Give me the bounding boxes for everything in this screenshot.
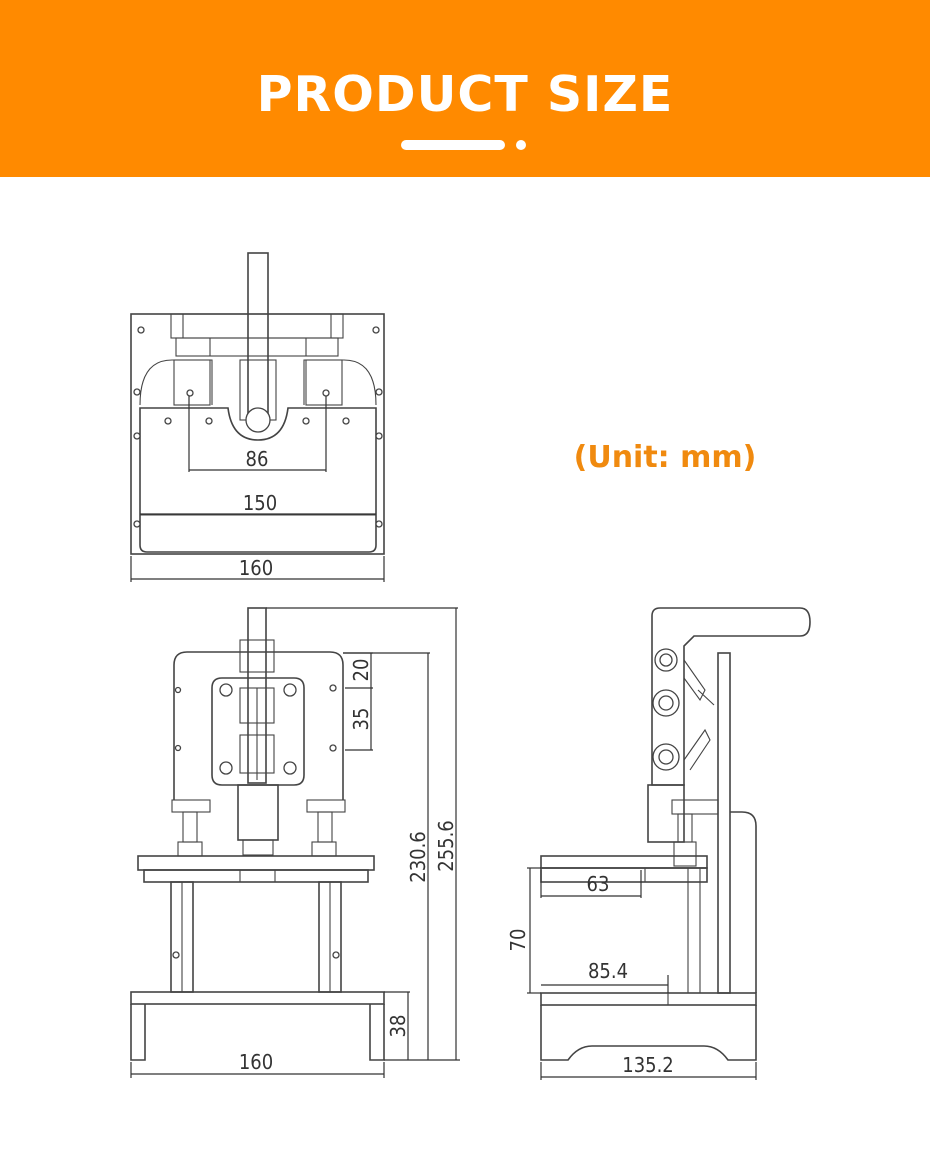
- dim-front-hole-spacing: 35: [349, 708, 373, 731]
- dim-side-plate-offset: 85.4: [588, 959, 628, 983]
- dim-top-plate-width: 150: [243, 491, 277, 515]
- dim-front-working-height: 230.6: [406, 831, 430, 883]
- unit-note: (Unit: mm): [573, 440, 757, 475]
- dim-front-base-width: 160: [239, 1050, 273, 1074]
- dim-top-base-width: 160: [239, 556, 273, 580]
- dim-front-hole-offset: 20: [349, 659, 373, 682]
- title-underline-dot: [516, 140, 526, 150]
- header-banner: PRODUCT SIZE: [0, 0, 930, 177]
- dim-side-base-depth: 135.2: [622, 1053, 674, 1077]
- top-view: 86 150 160: [130, 252, 385, 582]
- dim-side-plate-depth: 63: [587, 872, 610, 896]
- dim-top-hole-spacing: 86: [246, 447, 269, 471]
- title-underline-bar: [401, 140, 505, 150]
- dim-side-clearance-height: 70: [506, 929, 530, 952]
- side-view: 63 70 85.4 135.2: [506, 607, 811, 1080]
- dim-front-base-height: 38: [386, 1015, 410, 1038]
- dim-front-total-height: 255.6: [434, 820, 458, 872]
- page-title: PRODUCT SIZE: [256, 66, 674, 123]
- front-view: 20 35 230.6 255.6 38 160: [130, 607, 460, 1078]
